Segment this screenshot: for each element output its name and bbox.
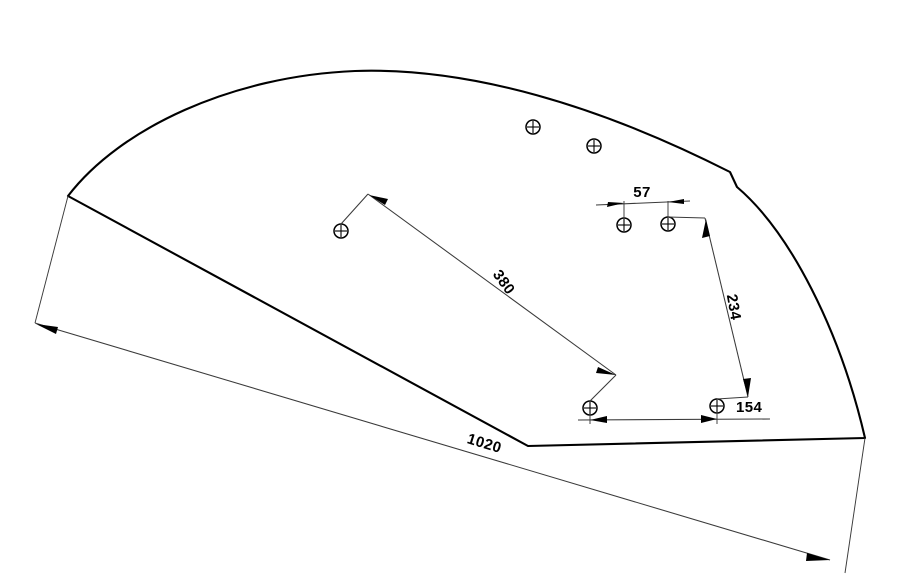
arrow-head-57-right [668,199,684,204]
arrow-head-154-right [701,415,717,423]
arrow-head-380-top [369,195,388,205]
arrow-head-154-left [590,416,607,423]
hole-left-mid [333,223,349,239]
part-outline-path [66,69,867,448]
dimension-label-380: 380 [489,267,518,298]
hole-top-right [586,138,602,154]
part-outline-group [66,69,867,448]
arrow-head-1020-right [806,553,830,561]
dimension-154: 154 [577,399,771,424]
hole-lower-right [709,398,725,414]
dimension-234: 234 [667,216,751,400]
dimension-380: 380 [340,193,617,402]
arrow-head-1020-left [36,324,58,334]
arrow-head-234-bottom [743,378,751,397]
hole-pattern-group [333,119,725,416]
dimension-label-57: 57 [633,184,651,201]
hole-upper-a [616,217,632,233]
hole-top-left [525,119,541,135]
hole-upper-b [660,216,676,232]
arrow-head-234-top [702,219,710,238]
dimension-label-234: 234 [723,293,744,322]
dimension-label-154: 154 [736,399,762,416]
hole-lower-left [582,400,598,416]
dimension-1020: 1020 [34,195,866,574]
arrow-head-57-left [607,202,624,207]
arrow-head-380-bottom [596,367,616,375]
dimension-57: 57 [595,184,691,218]
